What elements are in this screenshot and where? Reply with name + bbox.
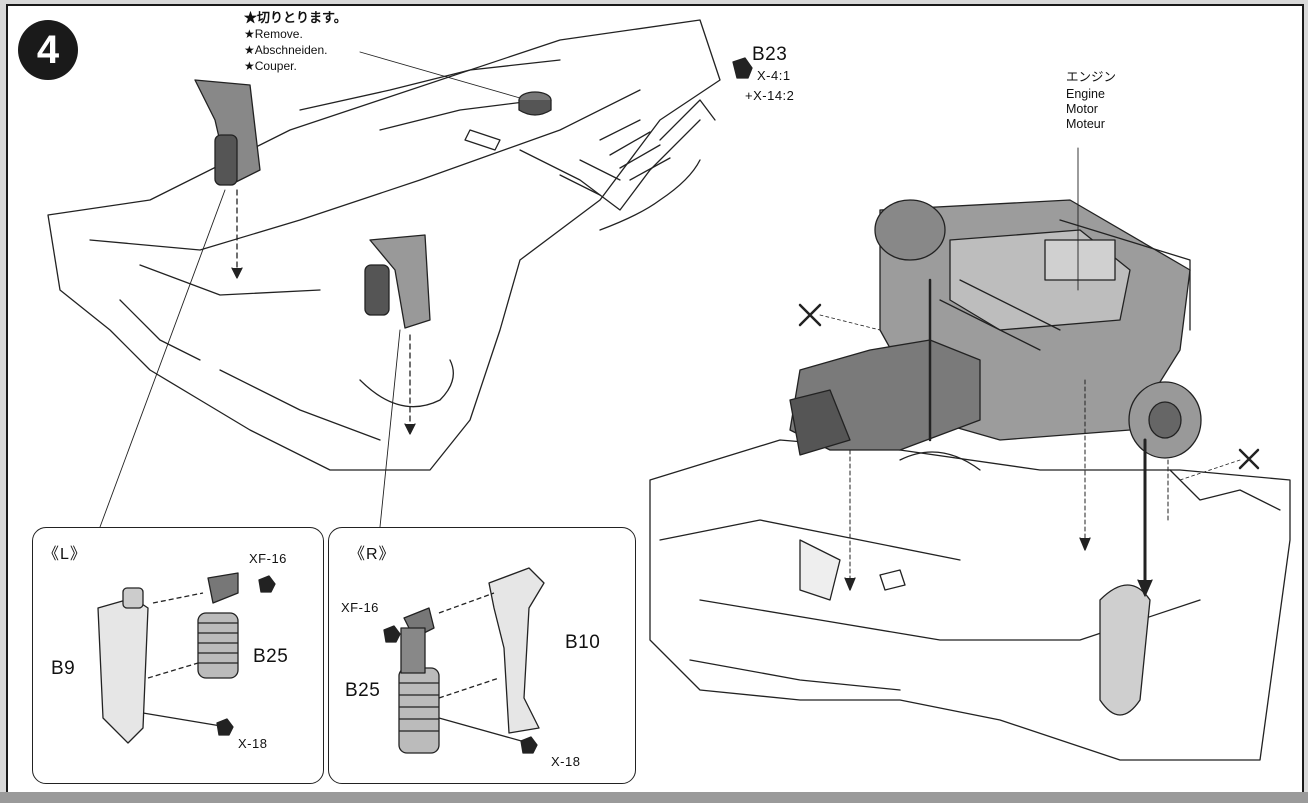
paint-right-icon — [383, 625, 401, 643]
b10-label: B10 — [565, 632, 601, 653]
right-shock-upper — [364, 234, 431, 329]
remove-note-fr: ★Couper. — [244, 59, 297, 73]
engine-de: Motor — [1066, 102, 1098, 116]
b23-screw-a: X-4:1 — [757, 68, 791, 83]
b10-part — [488, 567, 545, 734]
b9-label: B9 — [51, 658, 76, 679]
inset-right: 《R》 B10 B25 XF-16 X-18 — [328, 527, 636, 784]
step-number-badge: 4 — [18, 20, 78, 80]
paint-right-label: XF-16 — [341, 600, 379, 615]
chassis-body-right — [649, 439, 1291, 761]
inset-left-title: 《L》 — [43, 546, 87, 563]
b25-right-label: B25 — [345, 680, 381, 701]
engine-caption: エンジン Engine Motor Moteur — [1066, 70, 1116, 132]
inset-right-title: 《R》 — [349, 546, 396, 563]
engine-assembly — [789, 199, 1202, 459]
b23-screw-b: +X-14:2 — [745, 88, 795, 103]
remove-note-en: ★Remove. — [244, 27, 303, 41]
left-shock-upper — [194, 79, 261, 186]
engine-fr: Moteur — [1066, 117, 1105, 131]
inset-left-drawing — [97, 572, 276, 744]
screw-left-icon — [216, 718, 234, 736]
remove-note: ★切りとります。 ★Remove. ★Abschneiden. ★Couper. — [244, 10, 347, 74]
chassis-body-left — [47, 19, 721, 471]
paint-left-icon — [258, 575, 276, 593]
page-bottom-rule — [0, 792, 1308, 803]
screw-right-icon — [520, 736, 538, 754]
b23-label: B23 — [752, 44, 788, 65]
paint-left-label: XF-16 — [249, 551, 287, 566]
inset-left: 《L》 B9 B25 XF-16 X-18 — [32, 527, 324, 784]
inset-right-drawing — [383, 567, 545, 754]
engine-en: Engine — [1066, 87, 1105, 101]
b23-screw-icon — [732, 57, 753, 79]
b25-right-part — [398, 667, 440, 754]
screw-right-label: X-18 — [551, 754, 581, 769]
screw-left-label: X-18 — [238, 736, 268, 751]
b25-left-part — [197, 612, 239, 679]
b9-part — [97, 597, 149, 744]
b25-left-label: B25 — [253, 646, 289, 667]
engine-jp: エンジン — [1066, 70, 1117, 84]
remove-note-jp: ★切りとります。 — [244, 10, 347, 25]
remove-note-de: ★Abschneiden. — [244, 43, 328, 57]
